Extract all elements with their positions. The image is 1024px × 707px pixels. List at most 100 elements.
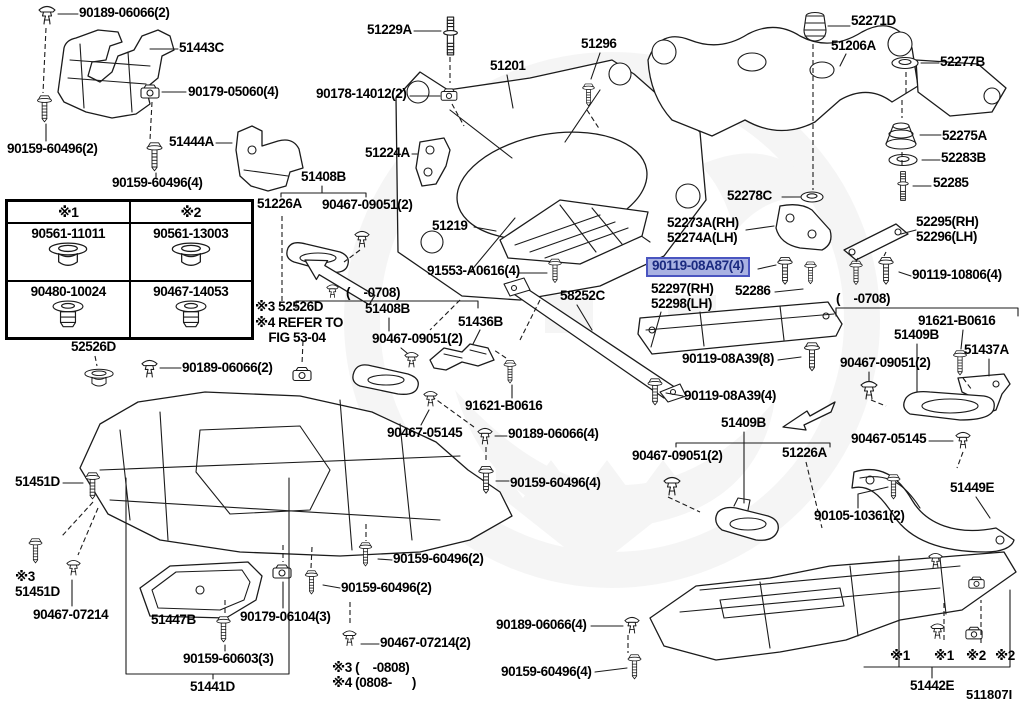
part-label[interactable]: 91553-A0616(4)	[427, 263, 520, 278]
table-part-cell[interactable]: 90480-10024	[7, 280, 130, 338]
part-label[interactable]: 90179-05060(4)	[188, 84, 279, 99]
part-label[interactable]: 58252C	[560, 288, 605, 303]
part-label[interactable]: 90189-06066(4)	[508, 426, 599, 441]
part-label[interactable]: 51201	[490, 58, 526, 73]
part-label[interactable]: 51296	[581, 36, 617, 51]
note-label: ※2	[966, 648, 986, 663]
part-51436b-drawing	[429, 343, 495, 371]
part-label[interactable]: 51437A	[964, 342, 1009, 357]
part-label[interactable]: 52286	[735, 283, 771, 298]
part-label[interactable]: 51408B	[301, 169, 346, 184]
note-label: ( -0708)	[836, 291, 891, 306]
part-label[interactable]: 52275A	[942, 128, 987, 143]
leader-lines	[45, 13, 1019, 680]
part-label[interactable]: 51219	[432, 218, 468, 233]
note-label: ( -0708)	[346, 285, 401, 300]
part-label[interactable]: 52273A(RH) 52274A(LH)	[667, 215, 739, 245]
part-52295-drawing	[843, 223, 909, 261]
part-51224a-drawing	[415, 137, 451, 187]
part-label[interactable]: 51408B	[365, 301, 410, 316]
part-label[interactable]: 52277B	[940, 54, 985, 69]
part-label[interactable]: 90159-60496(2)	[393, 551, 484, 566]
part-label[interactable]: 51226A	[782, 445, 827, 460]
part-label[interactable]: 90159-60496(2)	[7, 141, 98, 156]
table-header-cell: ※2	[129, 201, 252, 223]
table-part-cell[interactable]: 90467-14053	[129, 280, 252, 338]
part-label[interactable]: 51443C	[179, 40, 224, 55]
table-part-cell[interactable]: 90561-13003	[129, 223, 252, 281]
part-label[interactable]: 90119-08A39(8)	[682, 351, 774, 366]
part-label[interactable]: ※3 51451D	[15, 569, 60, 599]
part-label[interactable]: 91621-B0616	[465, 398, 543, 413]
part-number: 90561-13003	[153, 226, 229, 241]
part-51447b-drawing	[139, 561, 263, 619]
part-label[interactable]: 51224A	[365, 145, 410, 160]
part-label[interactable]: 51229A	[367, 22, 412, 37]
part-label[interactable]: 90179-06104(3)	[240, 609, 331, 624]
part-label[interactable]: 52297(RH) 52298(LH)	[651, 281, 714, 311]
part-number: 90480-10024	[30, 283, 107, 299]
part-51408b-mid-drawing	[352, 364, 419, 395]
part-label[interactable]: 51436B	[458, 314, 503, 329]
part-label[interactable]: 90467-07214(2)	[380, 635, 471, 650]
part-number: 90467-14053	[153, 283, 229, 299]
part-label[interactable]: 90119-10806(4)	[912, 267, 1002, 282]
part-label[interactable]: 90189-06066(4)	[496, 617, 587, 632]
part-label[interactable]: 90189-06066(2)	[182, 360, 273, 375]
part-label[interactable]: 90467-09051(2)	[322, 197, 413, 212]
part-label[interactable]: 90159-60496(4)	[501, 664, 592, 679]
part-label[interactable]: 90159-60496(4)	[510, 475, 601, 490]
part-label[interactable]: 90467-05145	[851, 431, 927, 446]
part-label[interactable]: 52285	[933, 175, 969, 190]
part-label[interactable]: 91621-B0616	[918, 313, 996, 328]
part-label[interactable]: ※3 52526D	[255, 299, 324, 314]
part-52297-drawing	[637, 301, 843, 355]
variant-table: ※1 ※2 90561-11011 90561-13003 90480-1002…	[5, 199, 254, 340]
note-label: ※1	[890, 648, 910, 663]
part-label[interactable]: 90467-07214	[33, 607, 109, 622]
part-label[interactable]: 51442E	[910, 678, 955, 693]
part-label[interactable]: 51451D	[15, 474, 60, 489]
part-label[interactable]: 51441D	[190, 679, 235, 694]
part-label[interactable]: 52278C	[727, 188, 772, 203]
cushion-52275a	[885, 122, 917, 150]
part-51409b-bottom-drawing	[715, 497, 779, 541]
part-label[interactable]: 51449E	[950, 480, 995, 495]
part-label[interactable]: 51447B	[151, 612, 196, 627]
note-label: ※2	[995, 648, 1015, 663]
part-label[interactable]: 90189-06066(2)	[79, 5, 170, 20]
part-label[interactable]: 52271D	[851, 13, 896, 28]
note-label: ※3 ( -0808) ※4 (0808- )	[332, 660, 417, 690]
part-label[interactable]: 52526D	[71, 339, 116, 354]
part-label[interactable]: 90119-08A39(4)	[684, 388, 776, 403]
part-label[interactable]: 51206A	[831, 38, 876, 53]
part-label[interactable]: 90467-09051(2)	[372, 331, 463, 346]
part-51409b-right-drawing	[903, 390, 995, 421]
table-part-cell[interactable]: 90561-11011	[7, 223, 130, 281]
part-label[interactable]: 52295(RH) 52296(LH)	[916, 214, 979, 244]
part-label[interactable]: 90105-10361(2)	[814, 508, 905, 523]
note-label: ※4 REFER TO FIG 53-04	[255, 315, 343, 345]
part-label[interactable]: 90178-14012(2)	[316, 86, 407, 101]
part-label[interactable]: 51409B	[894, 327, 939, 342]
part-51444a-drawing	[235, 125, 304, 192]
selected-part-label[interactable]: 90119-08A87(4)	[646, 257, 750, 277]
part-label[interactable]: 90159-60496(4)	[112, 175, 203, 190]
part-label[interactable]: 90159-60603(3)	[183, 651, 274, 666]
washer-52283b	[888, 153, 918, 167]
part-label[interactable]: 90467-05145	[387, 425, 463, 440]
part-label[interactable]: 90467-09051(2)	[840, 355, 931, 370]
part-label[interactable]: 51409B	[721, 415, 766, 430]
part-label[interactable]: 90159-60496(2)	[341, 580, 432, 595]
part-51451d-drawing	[79, 391, 513, 557]
cushion-52271d	[803, 11, 827, 42]
part-58252c-drawing	[503, 277, 687, 403]
figure-code: 511807I	[966, 687, 1013, 702]
part-label[interactable]: 52283B	[941, 150, 986, 165]
part-label[interactable]: 90467-09051(2)	[632, 448, 723, 463]
part-label[interactable]: 51444A	[169, 134, 214, 149]
table-header-cell: ※1	[7, 201, 130, 223]
part-label[interactable]: 51226A	[257, 196, 302, 211]
